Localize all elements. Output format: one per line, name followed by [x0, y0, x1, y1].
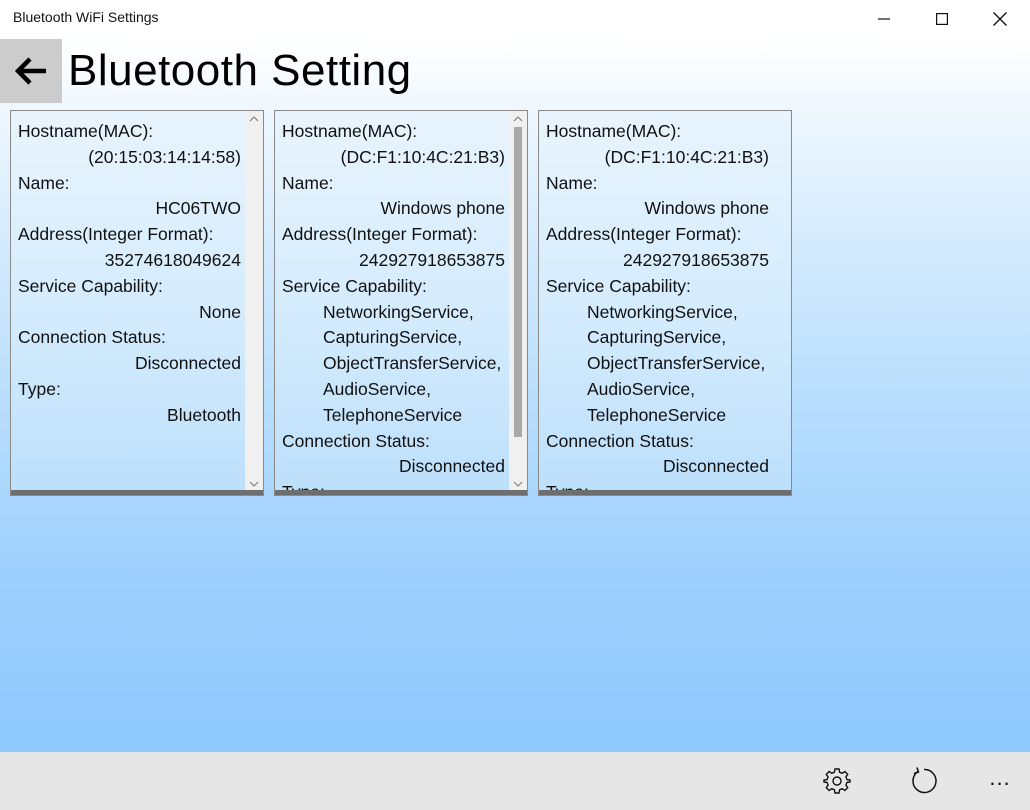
- card-bottom-border: [275, 490, 527, 495]
- window-title: Bluetooth WiFi Settings: [13, 9, 159, 25]
- address-value: 242927918653875: [359, 249, 505, 270]
- service-label: Service Capability:: [282, 275, 427, 296]
- device-details: Hostname(MAC): (DC:F1:10:4C:21:B3) Name:…: [546, 119, 769, 495]
- card-bottom-border: [11, 490, 263, 495]
- name-label: Name:: [282, 172, 334, 193]
- hostname-value: (20:15:03:14:14:58): [88, 146, 241, 167]
- hostname-value: (DC:F1:10:4C:21:B3): [340, 146, 505, 167]
- maximize-icon: [936, 12, 948, 25]
- hostname-label: Hostname(MAC):: [546, 121, 682, 141]
- service-item: TelephoneService: [587, 404, 727, 425]
- service-value: None: [199, 301, 241, 322]
- name-value: Windows phone: [380, 198, 505, 219]
- device-details: Hostname(MAC): (20:15:03:14:14:58) Name:…: [18, 119, 241, 429]
- hostname-label: Hostname(MAC):: [18, 121, 154, 141]
- minimize-button[interactable]: [855, 0, 913, 37]
- service-label: Service Capability:: [18, 275, 163, 296]
- type-value: Bluetooth: [167, 404, 241, 425]
- service-item: AudioService,: [587, 378, 695, 399]
- more-button[interactable]: ...: [970, 752, 1030, 810]
- maximize-button[interactable]: [913, 0, 971, 37]
- device-card[interactable]: Hostname(MAC): (DC:F1:10:4C:21:B3) Name:…: [274, 110, 528, 496]
- connection-value: Disconnected: [662, 456, 769, 477]
- scroll-up-button[interactable]: [245, 111, 263, 127]
- main-content: Bluetooth Setting Hostname(MAC): (20:15:…: [0, 37, 1030, 752]
- service-item: NetworkingService,: [587, 301, 738, 322]
- device-details: Hostname(MAC): (DC:F1:10:4C:21:B3) Name:…: [282, 119, 505, 495]
- name-label: Name:: [18, 172, 70, 193]
- more-icon: ...: [989, 765, 1011, 790]
- hostname-value: (DC:F1:10:4C:21:B3): [604, 146, 769, 167]
- refresh-icon: [912, 767, 937, 794]
- chevron-up-icon: [513, 116, 523, 122]
- gear-icon: [823, 768, 851, 794]
- connection-label: Connection Status:: [282, 430, 430, 451]
- scroll-thumb[interactable]: [514, 127, 522, 437]
- connection-label: Connection Status:: [546, 430, 694, 451]
- scroll-up-button[interactable]: [509, 111, 527, 127]
- title-bar: Bluetooth WiFi Settings: [0, 0, 1030, 37]
- device-card[interactable]: Hostname(MAC): (20:15:03:14:14:58) Name:…: [10, 110, 264, 496]
- type-label: Type:: [18, 378, 61, 399]
- back-button[interactable]: [0, 39, 62, 103]
- connection-label: Connection Status:: [18, 327, 166, 348]
- device-card[interactable]: Hostname(MAC): (DC:F1:10:4C:21:B3) Name:…: [538, 110, 792, 496]
- scrollbar[interactable]: [245, 111, 263, 492]
- connection-value: Disconnected: [134, 353, 241, 374]
- address-value: 35274618049624: [104, 249, 241, 270]
- minimize-icon: [878, 17, 890, 20]
- service-item: CapturingService,: [587, 327, 727, 348]
- close-button[interactable]: [971, 0, 1029, 37]
- service-item: TelephoneService: [323, 404, 463, 425]
- scrollbar[interactable]: [509, 111, 527, 492]
- card-bottom-border: [539, 490, 791, 495]
- chevron-down-icon: [249, 481, 259, 487]
- service-item: CapturingService,: [323, 327, 463, 348]
- settings-button[interactable]: [807, 752, 867, 810]
- app-bar: ...: [0, 752, 1030, 810]
- chevron-down-icon: [513, 481, 523, 487]
- name-value: Windows phone: [644, 198, 769, 219]
- back-arrow-icon: [15, 57, 46, 85]
- address-label: Address(Integer Format):: [18, 224, 214, 245]
- service-label: Service Capability:: [546, 275, 691, 296]
- chevron-up-icon: [249, 116, 259, 122]
- scroll-down-button[interactable]: [245, 476, 263, 492]
- close-icon: [993, 11, 1007, 26]
- address-value: 242927918653875: [623, 249, 769, 270]
- refresh-button[interactable]: [894, 752, 954, 810]
- address-label: Address(Integer Format):: [546, 224, 742, 245]
- hostname-label: Hostname(MAC):: [282, 121, 418, 141]
- scroll-down-button[interactable]: [509, 476, 527, 492]
- connection-value: Disconnected: [398, 456, 505, 477]
- page-title: Bluetooth Setting: [68, 46, 412, 95]
- name-label: Name:: [546, 172, 598, 193]
- service-item: ObjectTransferService,: [587, 353, 766, 374]
- service-item: NetworkingService,: [323, 301, 474, 322]
- address-label: Address(Integer Format):: [282, 224, 478, 245]
- service-item: ObjectTransferService,: [323, 353, 502, 374]
- name-value: HC06TWO: [155, 198, 241, 219]
- service-item: AudioService,: [323, 378, 431, 399]
